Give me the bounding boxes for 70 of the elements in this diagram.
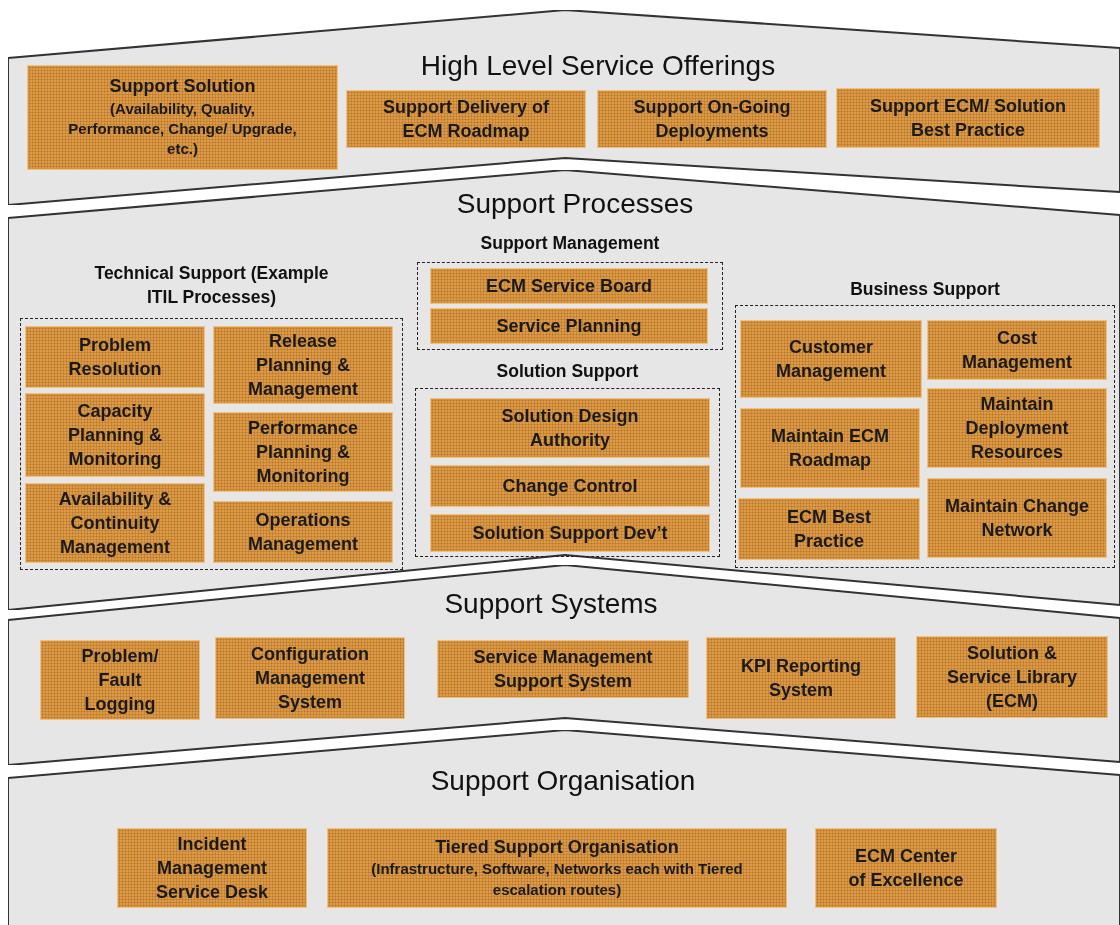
box-label: Maintain Change Network bbox=[944, 494, 1090, 542]
process-box bbox=[437, 640, 689, 698]
box-label: ECM Center of Excellence bbox=[848, 844, 964, 892]
box-label: Release Planning & Management bbox=[247, 329, 359, 402]
box-label: Support Delivery of ECM Roadmap bbox=[382, 95, 550, 143]
box-label: Problem Resolution bbox=[67, 333, 163, 381]
process-box bbox=[25, 326, 205, 388]
process-box bbox=[40, 640, 200, 720]
process-box bbox=[927, 478, 1107, 558]
box-label: Solution Support Dev’t bbox=[472, 521, 668, 545]
process-box bbox=[740, 408, 920, 488]
group-heading: Support Management bbox=[479, 232, 661, 255]
box-label: Solution Design Authority bbox=[500, 404, 640, 452]
box-description: (Infrastructure, Software, Networks each with Tiered escalation routes) bbox=[370, 859, 744, 900]
process-box bbox=[815, 828, 997, 908]
chevron-band bbox=[8, 730, 1120, 925]
box-label: Operations Management bbox=[247, 508, 359, 556]
box-label: Problem/ Fault Logging bbox=[80, 644, 160, 717]
process-box bbox=[213, 412, 393, 492]
box-label: ECM Service Board bbox=[485, 274, 653, 298]
group-heading: Technical Support (Example ITIL Processes) bbox=[93, 262, 330, 309]
chevron-band bbox=[8, 565, 1120, 765]
box-label: Maintain Deployment Resources bbox=[964, 392, 1070, 465]
process-box bbox=[213, 326, 393, 404]
box-description: (Availability, Quality, Performance, Change/ Upgrade, etc.) bbox=[68, 98, 297, 160]
band-title: Support Organisation bbox=[430, 765, 696, 797]
process-box bbox=[597, 90, 827, 148]
process-box bbox=[740, 320, 922, 398]
process-box bbox=[927, 320, 1107, 380]
box-heading: Support Solution bbox=[109, 75, 256, 99]
process-box bbox=[25, 483, 205, 563]
process-box bbox=[213, 501, 393, 563]
process-box bbox=[738, 498, 920, 560]
box-label: Performance Planning & Monitoring bbox=[246, 416, 360, 489]
box-label: Service Management Support System bbox=[472, 645, 654, 693]
box-label: ECM Best Practice bbox=[786, 505, 872, 553]
process-box bbox=[706, 637, 896, 719]
box-heading: Tiered Support Organisation bbox=[435, 836, 679, 860]
box-label: Capacity Planning & Monitoring bbox=[67, 399, 163, 472]
group-heading: Solution Support bbox=[495, 360, 640, 383]
box-label: Support ECM/ Solution Best Practice bbox=[869, 94, 1067, 142]
process-box bbox=[916, 636, 1108, 718]
group-heading: Business Support bbox=[849, 278, 1001, 301]
box-label: Availability & Continuity Management bbox=[57, 487, 173, 560]
process-box bbox=[117, 828, 307, 908]
process-box bbox=[430, 514, 710, 552]
box-label: KPI Reporting System bbox=[740, 654, 862, 702]
box-label: Solution & Service Library (ECM) bbox=[945, 641, 1079, 714]
process-box bbox=[836, 88, 1100, 148]
process-box bbox=[327, 828, 787, 908]
box-label: Customer Management bbox=[775, 335, 887, 383]
process-box bbox=[430, 398, 710, 458]
band-title: Support Processes bbox=[456, 188, 694, 220]
band-title: High Level Service Offerings bbox=[420, 50, 776, 82]
box-label: Incident Management Service Desk bbox=[154, 832, 270, 905]
process-box bbox=[25, 393, 205, 477]
process-box bbox=[346, 90, 586, 148]
box-label: Cost Management bbox=[961, 326, 1073, 374]
process-box bbox=[27, 65, 338, 170]
process-box bbox=[215, 637, 405, 719]
box-label: Change Control bbox=[502, 474, 638, 498]
band-title: Support Systems bbox=[444, 588, 658, 620]
process-box bbox=[430, 268, 708, 304]
box-label: Maintain ECM Roadmap bbox=[770, 424, 890, 472]
box-label: Configuration Management System bbox=[250, 642, 370, 715]
box-label: Service Planning bbox=[496, 314, 642, 338]
process-box bbox=[430, 465, 710, 507]
process-box bbox=[430, 308, 708, 344]
process-box bbox=[927, 388, 1107, 468]
box-label: Support On-Going Deployments bbox=[632, 95, 792, 143]
